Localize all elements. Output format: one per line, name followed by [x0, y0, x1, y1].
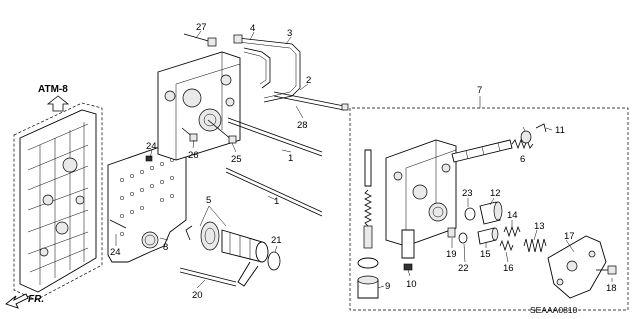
front-arrow-icon — [5, 293, 29, 309]
leader-lines — [115, 30, 613, 289]
callout-17[interactable]: 17 — [564, 231, 575, 242]
dowel-24-lower — [109, 219, 127, 229]
callout-13[interactable]: 13 — [534, 221, 545, 232]
valve-spool — [451, 139, 513, 163]
dowel-24-upper — [145, 155, 153, 162]
separator-plate — [107, 139, 187, 263]
callout-16[interactable]: 16 — [503, 263, 514, 274]
callout-11[interactable]: 11 — [555, 125, 565, 136]
bolt-27 — [183, 33, 213, 43]
bolt-26-head — [189, 133, 198, 142]
plug-6 — [520, 130, 532, 144]
bolt-27-head — [207, 37, 217, 47]
shaft-20 — [179, 267, 237, 287]
callout-12[interactable]: 12 — [490, 188, 501, 199]
callout-6[interactable]: 6 — [520, 154, 525, 165]
diagram-code: SEAAA0810 — [530, 305, 578, 315]
callout-25[interactable]: 25 — [231, 154, 242, 165]
callout-15[interactable]: 15 — [480, 249, 491, 260]
callout-24-lower[interactable]: 24 — [110, 247, 121, 258]
front-label: FR. — [28, 294, 44, 305]
bolt-19 — [447, 227, 456, 238]
pipe-4 — [243, 47, 271, 89]
pipe-3 — [237, 37, 301, 103]
callout-1-lower[interactable]: 1 — [274, 196, 279, 207]
stud-nut — [341, 103, 349, 111]
pipe-fitting — [233, 34, 243, 44]
callout-5[interactable]: 5 — [206, 195, 211, 206]
vertical-spool — [364, 149, 372, 187]
callout-18[interactable]: 18 — [606, 283, 617, 294]
bolt-25 — [207, 119, 233, 141]
servo-assembly — [185, 221, 269, 287]
dowel-pin-upper — [227, 117, 323, 157]
spring-6 — [511, 138, 534, 150]
spool-lands — [465, 142, 501, 160]
callout-10[interactable]: 10 — [406, 279, 417, 290]
plug-10 — [401, 229, 415, 259]
block-10 — [403, 263, 413, 271]
pipe-4-inner — [243, 51, 267, 85]
bolt-18-head — [607, 265, 617, 275]
seal-22 — [458, 232, 468, 244]
callout-1-upper[interactable]: 1 — [288, 153, 293, 164]
callout-9[interactable]: 9 — [385, 281, 390, 292]
reference-label[interactable]: ATM-8 — [38, 84, 68, 95]
callout-24-upper[interactable]: 24 — [146, 141, 157, 152]
spring-14 — [503, 225, 521, 238]
callout-19[interactable]: 19 — [446, 249, 457, 260]
regulator-valve-body — [157, 51, 241, 161]
dowel-pin-lower — [225, 167, 323, 217]
callout-7[interactable]: 7 — [477, 85, 482, 96]
pipe-3-inner — [237, 41, 297, 99]
stud-bolt-2 — [273, 91, 345, 111]
callout-23[interactable]: 23 — [462, 188, 473, 199]
bolt-25-head — [228, 135, 237, 144]
secondary-valve-body — [385, 139, 457, 247]
spring-13 — [523, 238, 547, 253]
callout-4[interactable]: 4 — [250, 23, 255, 34]
callout-3[interactable]: 3 — [287, 28, 292, 39]
callout-22[interactable]: 22 — [458, 263, 469, 274]
seal-9-top — [357, 257, 379, 269]
o-ring-21 — [267, 251, 281, 271]
seal-23 — [464, 207, 476, 221]
callout-21[interactable]: 21 — [271, 235, 282, 246]
callout-20[interactable]: 20 — [192, 290, 203, 301]
clip-11 — [535, 123, 547, 133]
main-valve-body — [13, 102, 103, 301]
callout-26[interactable]: 26 — [188, 150, 199, 161]
vertical-plug — [363, 225, 373, 249]
vertical-spring — [364, 189, 372, 227]
callout-28[interactable]: 28 — [297, 120, 308, 131]
callout-2[interactable]: 2 — [306, 75, 311, 86]
callout-8[interactable]: 8 — [163, 242, 168, 253]
spring-16 — [499, 239, 514, 252]
callout-14[interactable]: 14 — [507, 210, 518, 221]
assembly-box — [349, 107, 629, 311]
callout-27[interactable]: 27 — [196, 22, 207, 33]
up-arrow-icon — [46, 95, 70, 112]
